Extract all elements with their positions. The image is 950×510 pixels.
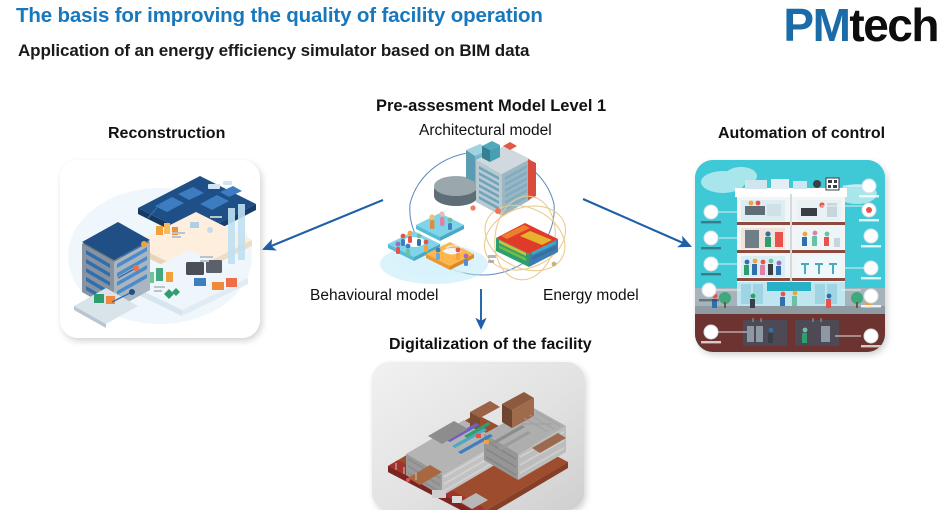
arrow-to-automation — [582, 198, 692, 248]
node-label-reconstruction: Reconstruction — [108, 125, 226, 142]
digitalization-image — [372, 362, 584, 510]
center-subheading: Architectural model — [419, 122, 552, 139]
node-label-automation: Automation of control — [718, 125, 886, 142]
reconstruction-image — [60, 160, 260, 338]
label-behavioural-model: Behavioural model — [310, 287, 439, 304]
node-label-digitalization: Digitalization of the facility — [389, 336, 592, 353]
automation-image — [695, 160, 885, 352]
architectural-model-image — [370, 138, 592, 290]
tower-glyph — [434, 141, 536, 216]
arrow-to-reconstruction — [262, 199, 384, 251]
label-energy-model: Energy model — [543, 287, 639, 304]
page-subtitle: Application of an energy efficiency simu… — [18, 41, 530, 60]
logo-text-tech: tech — [849, 0, 939, 51]
pmtech-logo: PMtech — [783, 0, 939, 51]
behavioural-glyph — [380, 205, 488, 284]
logo-text-pm: PM — [783, 0, 851, 51]
center-heading: Pre-assesment Model Level 1 — [376, 97, 607, 115]
energy-glyph — [483, 195, 567, 281]
page-title: The basis for improving the quality of f… — [16, 4, 543, 27]
